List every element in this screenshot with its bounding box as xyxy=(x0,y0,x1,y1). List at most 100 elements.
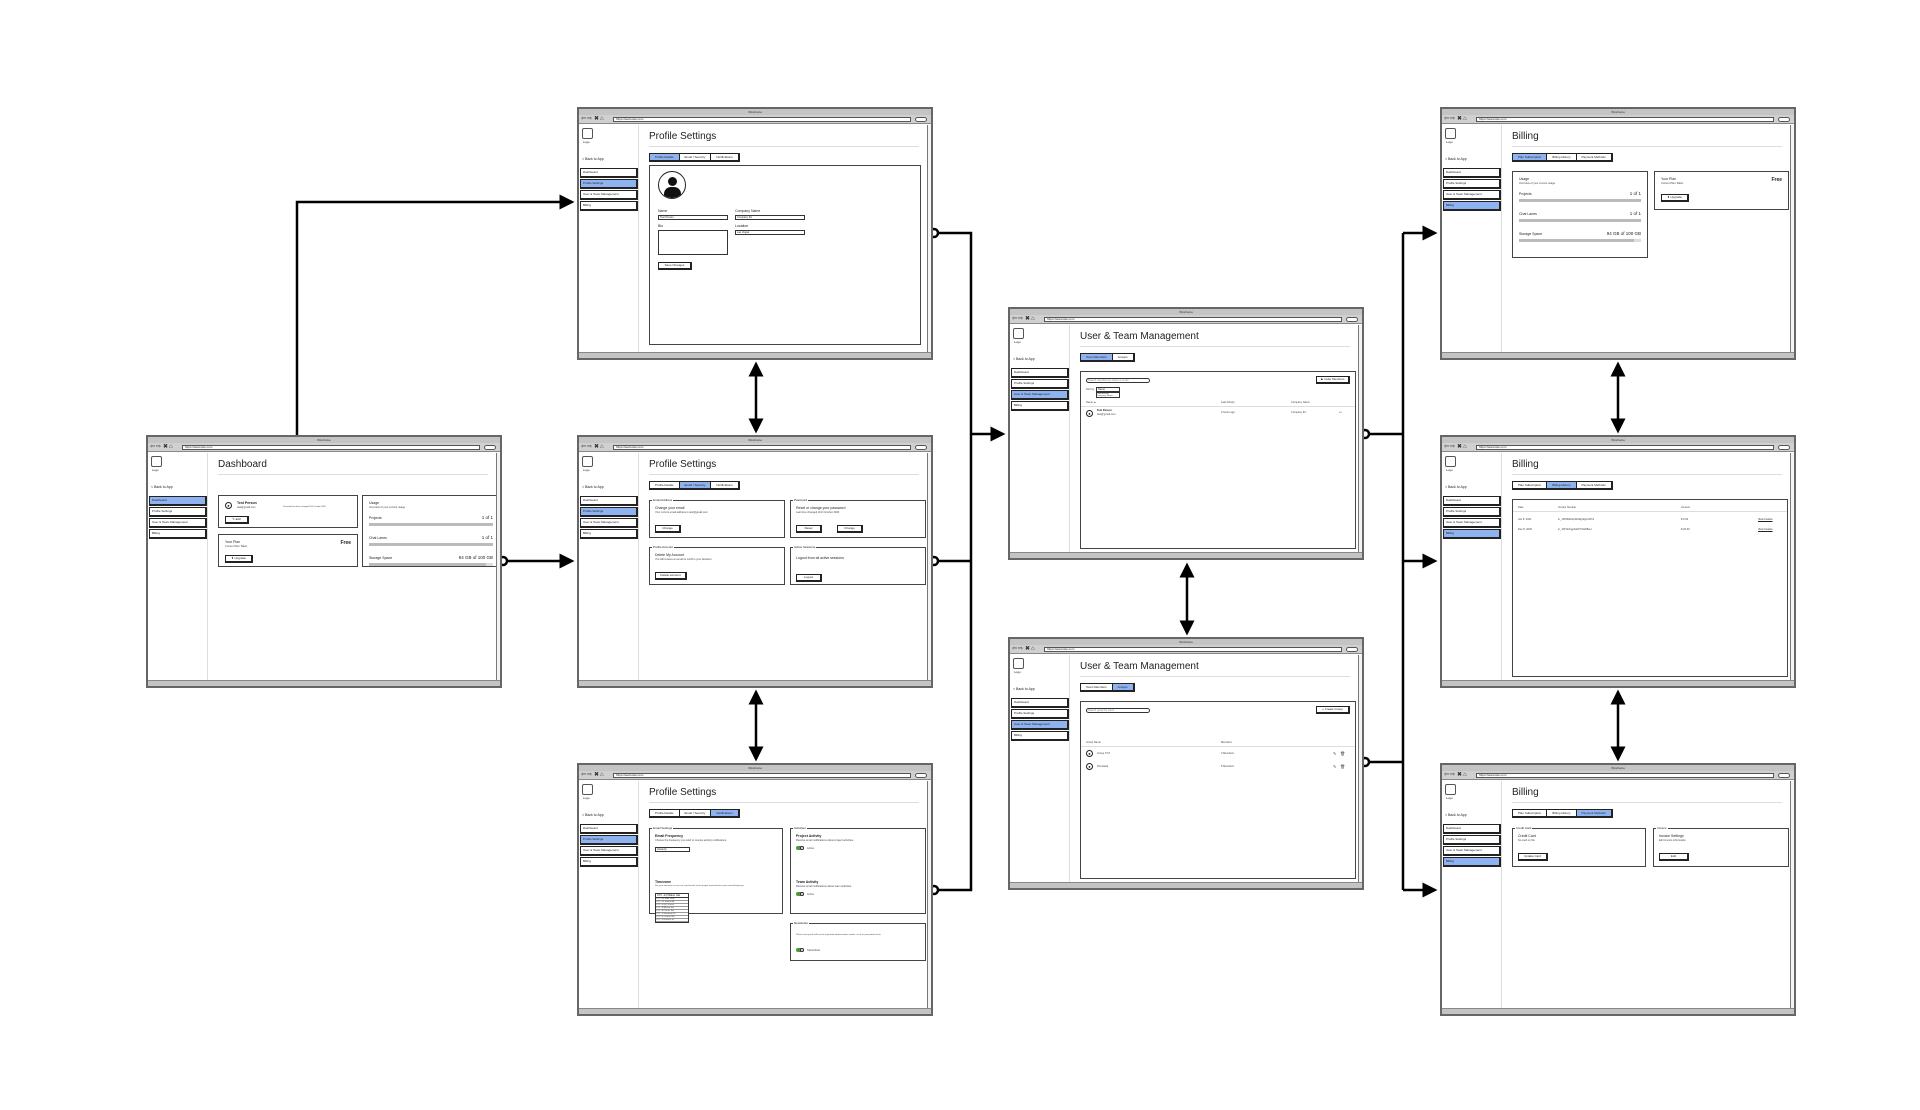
timezone-option[interactable]: UTC -10 Hawaii-Al xyxy=(656,901,688,904)
sidebar-item[interactable]: User & Team Management xyxy=(580,190,638,200)
company-input[interactable]: Company ltd xyxy=(735,215,805,220)
browser-search-icon[interactable] xyxy=(484,445,496,450)
sort-options-list[interactable]: Last Activity Company Name xyxy=(1096,392,1120,398)
scrollbar[interactable] xyxy=(1790,781,1794,1008)
timezone-option[interactable]: UTC -8 Pacific Sta xyxy=(656,910,688,913)
browser-search-icon[interactable] xyxy=(1346,317,1358,322)
view-invoice-link[interactable]: View Invoice xyxy=(1758,528,1773,531)
tab[interactable]: Payment Methods xyxy=(1576,810,1611,816)
back-to-app-link[interactable]: < Back to App xyxy=(582,813,604,817)
delete-account-button[interactable]: Delete Account xyxy=(655,572,687,580)
trash-icon[interactable]: 🗑 xyxy=(1340,764,1346,769)
tab[interactable]: Groups xyxy=(1112,684,1133,690)
url-bar[interactable]: https://www.site.com xyxy=(613,445,911,450)
back-icon[interactable]: ⇦ xyxy=(1444,444,1450,450)
forward-icon[interactable]: ⇨ xyxy=(587,772,593,778)
timezone-option[interactable]: UTC -7 Mountain St xyxy=(656,913,688,916)
sidebar-item[interactable]: Dashboard xyxy=(580,496,638,506)
more-options-icon[interactable]: ••• xyxy=(1339,411,1342,414)
back-icon[interactable]: ⇦ xyxy=(1012,646,1018,652)
url-bar[interactable]: https://www.site.com xyxy=(1476,117,1774,122)
home-icon[interactable]: ⌂ xyxy=(1031,316,1035,322)
timezone-option[interactable]: UTC -5 Eastern St xyxy=(656,919,688,922)
sidebar-item[interactable]: Billing xyxy=(1443,857,1501,867)
edit-icon[interactable]: ✎ xyxy=(1333,751,1337,756)
tab[interactable]: Payment Methods xyxy=(1576,154,1611,160)
scrollbar[interactable] xyxy=(1358,325,1362,552)
back-icon[interactable]: ⇦ xyxy=(581,772,587,778)
sort-option[interactable]: Last Activity xyxy=(1097,393,1109,395)
tab[interactable]: Email / Security xyxy=(679,154,712,160)
forward-icon[interactable]: ⇨ xyxy=(1450,116,1456,122)
forward-icon[interactable]: ⇨ xyxy=(1018,316,1024,322)
browser-search-icon[interactable] xyxy=(1778,117,1790,122)
profile-photo-icon[interactable] xyxy=(658,171,686,199)
url-bar[interactable]: https://www.site.com xyxy=(613,117,911,122)
close-icon[interactable]: ✖ xyxy=(1025,646,1031,652)
sidebar-item[interactable]: Dashboard xyxy=(1011,368,1069,378)
url-bar[interactable]: https://www.site.com xyxy=(1476,445,1774,450)
sidebar-item[interactable]: Dashboard xyxy=(1443,824,1501,834)
tab[interactable]: Billing History xyxy=(1547,810,1577,816)
sidebar-item[interactable]: Profile Settings xyxy=(1443,179,1501,189)
sidebar-item[interactable]: Dashboard xyxy=(1443,168,1501,178)
sidebar-item[interactable]: Profile Settings xyxy=(1011,379,1069,389)
sidebar-item[interactable]: Billing xyxy=(1011,731,1069,741)
close-icon[interactable]: ✖ xyxy=(594,772,600,778)
browser-search-icon[interactable] xyxy=(915,773,927,778)
reset-password-button[interactable]: Reset xyxy=(796,525,822,533)
back-to-app-link[interactable]: < Back to App xyxy=(1445,157,1467,161)
back-icon[interactable]: ⇦ xyxy=(1444,116,1450,122)
url-bar[interactable]: https://www.site.com xyxy=(182,445,480,450)
home-icon[interactable]: ⌂ xyxy=(600,116,604,122)
scrollbar[interactable] xyxy=(496,453,500,680)
forward-icon[interactable]: ⇨ xyxy=(587,116,593,122)
back-to-app-link[interactable]: < Back to App xyxy=(151,485,173,489)
back-icon[interactable]: ⇦ xyxy=(1444,772,1450,778)
forward-icon[interactable]: ⇨ xyxy=(1450,444,1456,450)
change-password-button[interactable]: Change xyxy=(837,525,863,533)
close-icon[interactable]: ✖ xyxy=(1457,444,1463,450)
close-icon[interactable]: ✖ xyxy=(1457,116,1463,122)
bio-textarea[interactable] xyxy=(658,230,728,255)
tab[interactable]: Email / Security xyxy=(679,810,712,816)
tab[interactable]: Email / Security xyxy=(679,482,712,488)
browser-search-icon[interactable] xyxy=(915,117,927,122)
browser-search-icon[interactable] xyxy=(1778,773,1790,778)
sidebar-item[interactable]: User & Team Management xyxy=(1011,390,1069,400)
back-to-app-link[interactable]: < Back to App xyxy=(1013,687,1035,691)
back-to-app-link[interactable]: < Back to App xyxy=(1013,357,1035,361)
sidebar-item[interactable]: User & Team Management xyxy=(1011,720,1069,730)
sidebar-item[interactable]: Profile Settings xyxy=(580,835,638,845)
close-icon[interactable]: ✖ xyxy=(1457,772,1463,778)
sidebar-item[interactable]: Profile Settings xyxy=(1443,507,1501,517)
browser-search-icon[interactable] xyxy=(1778,445,1790,450)
sidebar-item[interactable]: Dashboard xyxy=(1443,496,1501,506)
url-bar[interactable]: https://www.site.com xyxy=(613,773,911,778)
sidebar-item[interactable]: User & Team Management xyxy=(580,518,638,528)
home-icon[interactable]: ⌂ xyxy=(600,772,604,778)
edit-icon[interactable]: ✎ xyxy=(1333,764,1337,769)
home-icon[interactable]: ⌂ xyxy=(169,444,173,450)
home-icon[interactable]: ⌂ xyxy=(1031,646,1035,652)
tab[interactable]: Plan Subscription xyxy=(1513,482,1548,488)
sidebar-item[interactable]: Profile Settings xyxy=(1443,835,1501,845)
forward-icon[interactable]: ⇨ xyxy=(156,444,162,450)
home-icon[interactable]: ⌂ xyxy=(1463,772,1467,778)
invite-members-button[interactable]: ♟ Invite Members xyxy=(1316,376,1350,384)
tab[interactable]: Notifications xyxy=(711,482,738,488)
url-bar[interactable]: https://www.site.com xyxy=(1476,773,1774,778)
frequency-select[interactable]: Instantly xyxy=(655,847,690,852)
tab[interactable]: Notifications xyxy=(711,154,738,160)
save-changes-button[interactable]: Save Changes xyxy=(658,262,692,270)
home-icon[interactable]: ⌂ xyxy=(600,444,604,450)
sidebar-item[interactable]: Dashboard xyxy=(149,496,207,506)
edit-button[interactable]: ✎ Edit xyxy=(225,516,249,524)
sidebar-item[interactable]: Profile Settings xyxy=(580,507,638,517)
upgrade-button[interactable]: ⬆ Upgrade xyxy=(225,555,253,563)
url-bar[interactable]: https://www.site.com xyxy=(1044,647,1342,652)
sidebar-item[interactable]: Profile Settings xyxy=(149,507,207,517)
tab[interactable]: Payment Methods xyxy=(1576,482,1611,488)
sidebar-item[interactable]: Billing xyxy=(580,529,638,539)
project-activity-toggle[interactable] xyxy=(796,846,804,850)
